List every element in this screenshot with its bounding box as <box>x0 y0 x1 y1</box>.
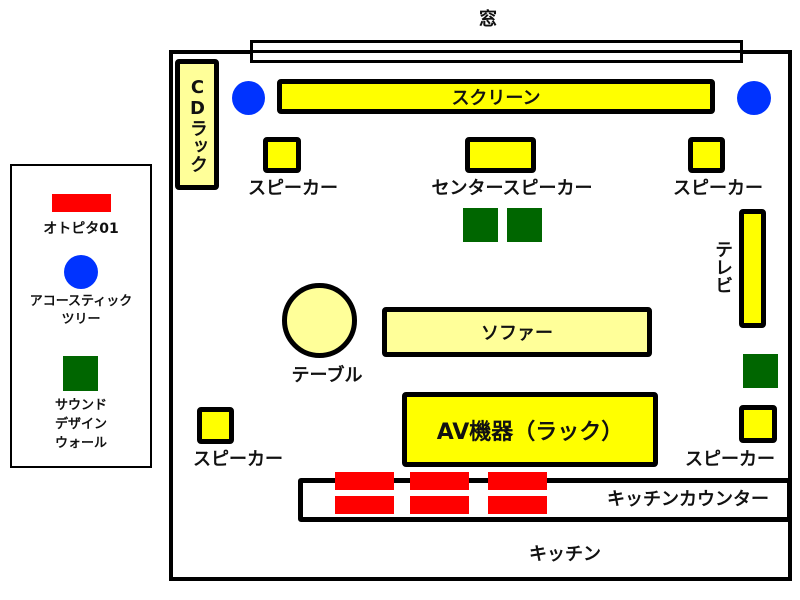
legend-text-line: アコースティック <box>29 294 133 309</box>
window-label: 窓 <box>479 9 497 30</box>
kitchen-label: キッチン <box>529 544 601 565</box>
legend-acoustic-tree-label: アコースティック ツリー <box>12 293 150 329</box>
window <box>250 40 743 63</box>
center-speaker[interactable] <box>465 137 536 173</box>
legend-otopita-swatch <box>52 194 111 212</box>
speaker-label: スピーカー <box>685 449 775 470</box>
legend-text-line: ウォール <box>54 436 107 451</box>
sound-design-wall[interactable] <box>507 208 542 242</box>
speaker-front-left[interactable] <box>263 137 301 173</box>
tv-label-wrap: テレビ <box>709 240 735 298</box>
otopita-panel[interactable] <box>488 496 547 514</box>
tv[interactable] <box>739 209 766 328</box>
legend-text-line: ツリー <box>61 312 101 327</box>
tv-label: テレビ <box>712 240 733 294</box>
legend-otopita-label: オトピタ01 <box>43 221 119 237</box>
otopita-panel[interactable] <box>335 472 394 490</box>
speaker-label: スピーカー <box>673 178 763 199</box>
sound-design-wall[interactable] <box>463 208 498 242</box>
otopita-panel[interactable] <box>335 496 394 514</box>
legend-text-line: サウンド <box>54 398 107 413</box>
acoustic-tree[interactable] <box>737 81 771 115</box>
speaker-label: スピーカー <box>248 178 338 199</box>
cd-rack-label: CDラック <box>187 76 208 173</box>
av-rack[interactable]: AV機器（ラック） <box>402 392 658 467</box>
legend-sound-wall-label: サウンド デザイン ウォール <box>12 396 150 453</box>
legend-sound-wall-swatch <box>63 356 98 391</box>
otopita-panel[interactable] <box>410 496 469 514</box>
sofa[interactable]: ソファー <box>382 307 652 357</box>
sound-design-wall[interactable] <box>743 354 778 388</box>
screen-label: スクリーン <box>451 87 541 109</box>
speaker-rear-left[interactable] <box>197 407 234 444</box>
cd-rack[interactable]: CDラック <box>175 59 219 190</box>
sofa-label: ソファー <box>481 323 553 344</box>
legend: オトピタ01 アコースティック ツリー サウンド デザイン ウォール <box>10 164 152 468</box>
speaker-label: スピーカー <box>193 449 283 470</box>
otopita-panel[interactable] <box>410 472 469 490</box>
table-label: テーブル <box>291 365 363 386</box>
center-speaker-label: センタースピーカー <box>431 178 593 199</box>
av-rack-label: AV機器（ラック） <box>436 419 624 445</box>
speaker-rear-right[interactable] <box>739 405 777 443</box>
otopita-panel[interactable] <box>488 472 547 490</box>
screen[interactable]: スクリーン <box>277 79 715 114</box>
acoustic-tree[interactable] <box>232 81 265 115</box>
table[interactable] <box>282 283 357 358</box>
speaker-front-right[interactable] <box>688 137 725 173</box>
legend-acoustic-tree-swatch <box>64 255 98 289</box>
legend-text-line: デザイン <box>54 417 107 432</box>
kitchen-counter-label: キッチンカウンター <box>607 489 769 510</box>
